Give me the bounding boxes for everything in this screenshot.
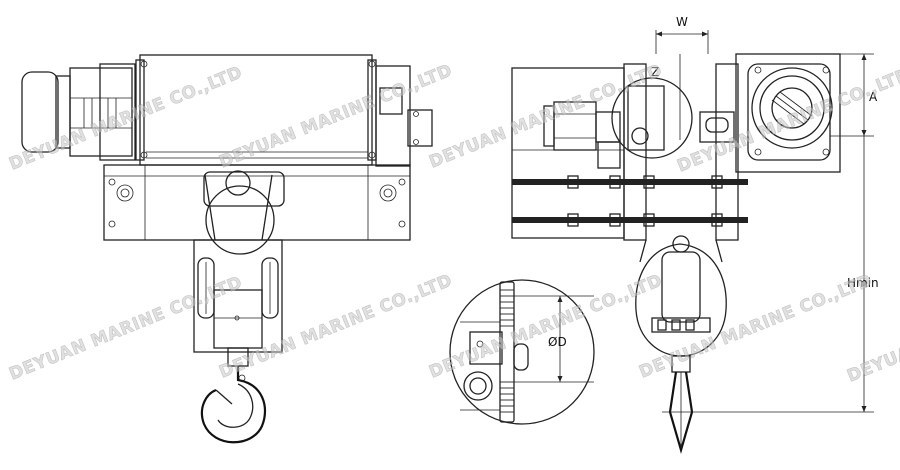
dim-d-label: ØD — [548, 335, 567, 349]
side-frames — [623, 53, 841, 241]
hook — [200, 347, 267, 444]
tie-rods — [512, 175, 748, 227]
dimension-hmin: Hmin — [662, 136, 879, 413]
dimension-a: A — [830, 53, 878, 137]
front-view — [21, 54, 433, 444]
side-view: W Z A Hmin — [511, 15, 879, 454]
hook-side — [668, 355, 694, 454]
watermark-6: DEYUAN MARINE CO.,LTD — [216, 271, 455, 383]
trolley-frame — [103, 164, 411, 241]
dim-hmin-label: Hmin — [847, 276, 879, 290]
detail-circle — [611, 77, 693, 159]
watermark-2: DEYUAN MARINE CO.,LTD — [216, 61, 455, 173]
gearbox — [375, 65, 433, 167]
motor — [21, 63, 136, 161]
travel-motor — [543, 101, 621, 169]
dimension-w: W — [655, 15, 709, 140]
watermarks: DEYUAN MARINE CO.,LTD DEYUAN MARINE CO.,… — [6, 60, 900, 387]
watermark-5: DEYUAN MARINE CO.,LTD — [6, 273, 245, 385]
dim-w-label: W — [676, 15, 688, 29]
drum-detail: ØD — [449, 279, 595, 425]
pulley — [203, 170, 285, 255]
watermark-7: DEYUAN MARINE CO.,LTD — [426, 271, 665, 383]
dim-z-label: Z — [651, 65, 659, 79]
wheel-bracket — [699, 111, 735, 143]
hook-block — [193, 174, 283, 353]
dim-a-label: A — [869, 90, 878, 104]
watermark-3: DEYUAN MARINE CO.,LTD — [426, 61, 665, 173]
drum-end — [751, 66, 833, 156]
